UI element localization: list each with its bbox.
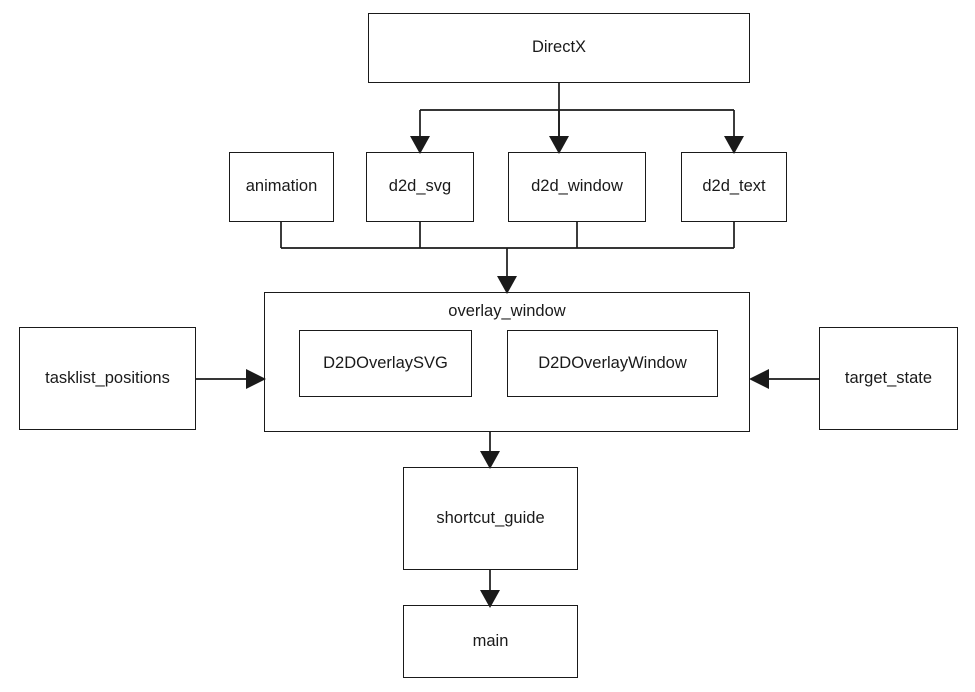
node-d2doverlaywindow[interactable]: D2DOverlayWindow: [507, 330, 718, 397]
node-animation[interactable]: animation: [229, 152, 334, 222]
edge-row2-merge: [280, 222, 735, 280]
node-d2d-svg-label: d2d_svg: [388, 177, 452, 196]
node-d2d-text[interactable]: d2d_text: [681, 152, 787, 222]
arrowhead-overlay-left: [246, 369, 266, 389]
node-directx[interactable]: DirectX: [368, 13, 750, 83]
node-d2d-window-label: d2d_window: [531, 177, 623, 196]
node-d2doverlaywindow-label: D2DOverlayWindow: [538, 353, 687, 372]
node-shortcut-guide-label: shortcut_guide: [436, 508, 545, 527]
node-main-label: main: [472, 631, 509, 650]
node-directx-label: DirectX: [531, 38, 587, 57]
node-main[interactable]: main: [403, 605, 578, 678]
node-tasklist-positions-label: tasklist_positions: [45, 368, 170, 387]
group-overlay-window-label: overlay_window: [448, 302, 566, 320]
node-tasklist-positions[interactable]: tasklist_positions: [19, 327, 196, 430]
node-target-state-label: target_state: [844, 368, 933, 387]
node-shortcut-guide[interactable]: shortcut_guide: [403, 467, 578, 570]
node-target-state[interactable]: target_state: [819, 327, 958, 430]
node-d2d-svg[interactable]: d2d_svg: [366, 152, 474, 222]
node-d2d-window[interactable]: d2d_window: [508, 152, 646, 222]
node-animation-label: animation: [245, 177, 318, 196]
node-d2d-text-label: d2d_text: [702, 177, 766, 196]
arrowhead-overlay-right: [749, 369, 769, 389]
node-d2doverlaysvg[interactable]: D2DOverlaySVG: [299, 330, 472, 397]
node-d2doverlaysvg-label: D2DOverlaySVG: [323, 353, 448, 372]
